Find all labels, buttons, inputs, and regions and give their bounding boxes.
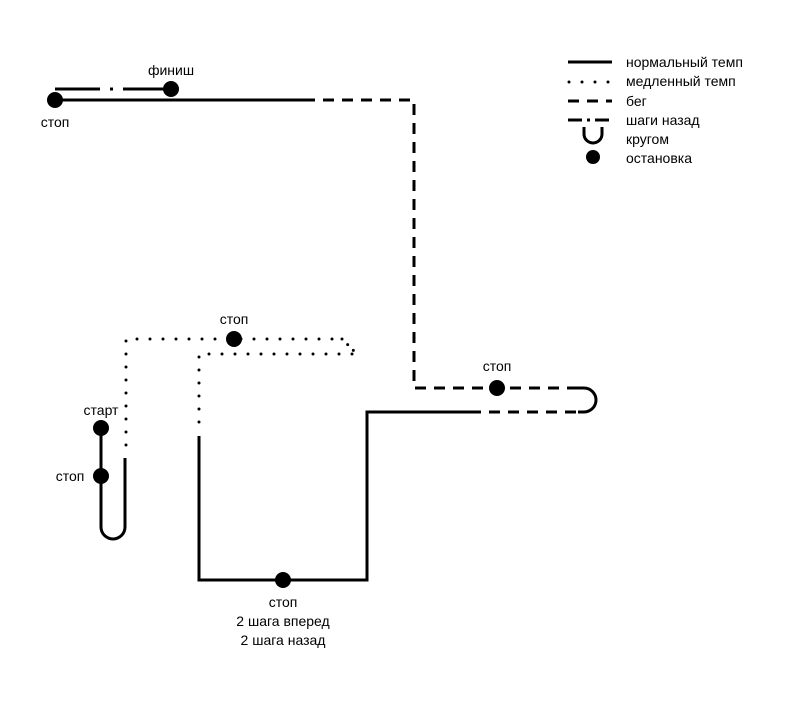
stop-point-slow [226, 331, 242, 347]
steps-forward-label: 2 шага вперед [236, 613, 329, 629]
legend-run-label: бег [626, 93, 647, 109]
legend-turn-label: кругом [626, 131, 669, 147]
start-point [93, 420, 109, 436]
route-run-up [312, 98, 578, 390]
legend-normal-label: нормальный темп [626, 54, 743, 70]
route-turn-start [99, 458, 127, 541]
legend-stop-label: остановка [626, 150, 692, 166]
route-turn-right [578, 386, 598, 414]
route [55, 87, 598, 582]
finish-point [163, 81, 179, 97]
stop-label-top: стоп [41, 114, 70, 130]
stop-label-start: стоп [56, 468, 85, 484]
stop-point-bottom [275, 572, 291, 588]
stop-point-start [93, 468, 109, 484]
route-slow-inner [197, 352, 354, 432]
legend: нормальный темп медленный темп бег шаги … [567, 54, 743, 166]
route-normal-middle [197, 410, 470, 582]
stop-markers [47, 81, 505, 588]
stop-label-bottom: стоп [269, 594, 298, 610]
point-labels: финиш стоп старт стоп стоп стоп стоп 2 ш… [41, 62, 512, 648]
stop-point-top [47, 92, 63, 108]
legend-turn-icon [582, 127, 604, 145]
finish-label: финиш [148, 62, 194, 78]
legend-slow-label: медленный темп [626, 73, 736, 89]
stop-label-right: стоп [483, 358, 512, 374]
steps-back-label: 2 шага назад [241, 632, 326, 648]
route-slow-turn [340, 337, 358, 355]
stop-point-right [489, 380, 505, 396]
stop-label-slow: стоп [220, 311, 249, 327]
legend-stop-icon [586, 150, 600, 164]
legend-back-label: шаги назад [626, 112, 700, 128]
start-label: старт [84, 402, 120, 418]
